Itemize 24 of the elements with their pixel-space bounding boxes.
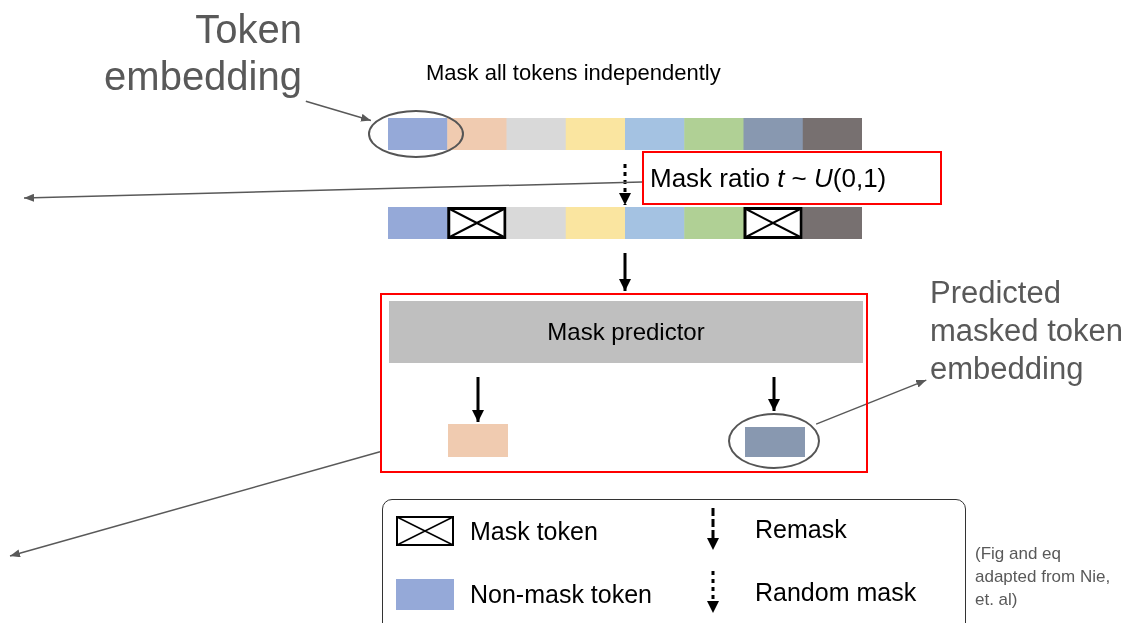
leader-line [815,379,928,425]
arrow [619,164,631,205]
arrow [768,377,780,411]
formula-box: Mask ratio t ~ U(0,1) [642,151,942,205]
legend-label: Random mask [755,578,917,607]
token-block [448,424,508,457]
leader-line [23,181,643,202]
heading: Mask all tokens independently [426,60,721,86]
legend-label: Remask [755,515,847,544]
arrow [472,377,484,422]
predictor-block: Mask predictor [389,301,863,363]
token-block [745,427,805,457]
highlight-frame [380,293,868,473]
token-row [388,207,862,239]
leader-line [9,451,381,558]
source-note: (Fig and eq adapted from Nie, et. al) [975,543,1112,611]
callout-text: Predicted masked token embedding [930,272,1148,398]
legend-label: Mask token [470,517,598,546]
legend-label: Non-mask token [470,580,653,609]
token-row [388,118,862,150]
leader-line [305,100,372,122]
callout-text: Token embedding [40,6,302,116]
arrow [619,253,631,291]
highlight-ellipse [728,413,820,469]
